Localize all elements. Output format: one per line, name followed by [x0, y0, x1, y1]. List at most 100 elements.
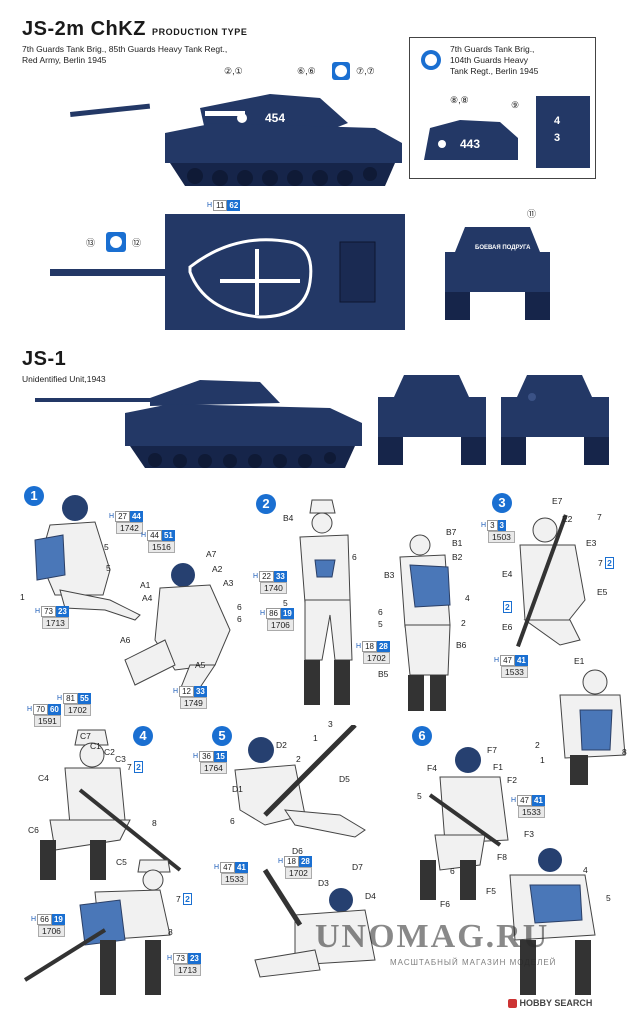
part-label: F1: [493, 762, 503, 772]
paint-code: 1516: [148, 541, 175, 553]
paint-h: H: [511, 797, 517, 804]
part-label: 6: [352, 552, 357, 562]
part-label: B3: [384, 570, 395, 580]
js2m-caption-line1: 7th Guards Tank Brig., 85th Guards Heavy…: [22, 44, 228, 54]
part-label: C6: [28, 825, 39, 835]
inset-caption-line2: 104th Guards Heavy: [450, 55, 528, 65]
watermark-main: UNOMAG.RU: [315, 918, 550, 955]
hobby-search-text: HOBBY SEARCH: [519, 998, 593, 1008]
inset-callout-2: ⑨: [511, 100, 520, 110]
roundel-icon: [332, 62, 350, 80]
paint-n2: 28: [376, 641, 390, 652]
part-label: 6: [237, 614, 242, 624]
part-label: 4: [465, 593, 470, 603]
roundel-icon: [106, 232, 126, 252]
part-label: 5: [104, 542, 109, 552]
paint-code: 1706: [267, 619, 294, 631]
part-label: 2: [461, 618, 466, 628]
roundel-icon: [421, 50, 441, 70]
paint-n2: 28: [298, 856, 312, 867]
paint-n1: 18: [284, 856, 299, 867]
figure-group-2: [299, 499, 451, 711]
marker-2-box: 2: [183, 893, 192, 905]
paint-n2: 19: [51, 914, 65, 925]
part-label: 4: [583, 865, 588, 875]
part-label: F7: [487, 745, 497, 755]
part-label: D7: [352, 862, 363, 872]
part-label: B4: [283, 513, 294, 523]
inset-turret-number: 443: [460, 137, 480, 151]
part-label: B1: [452, 538, 463, 548]
figure-group-6: [420, 747, 596, 995]
part-label: B6: [456, 640, 467, 650]
paint-n1: 86: [266, 608, 281, 619]
paint-n2: 23: [187, 953, 201, 964]
part-label: B5: [378, 669, 389, 679]
inset-panel: 4 3: [536, 96, 590, 168]
js2m-subtitle: PRODUCTION TYPE: [151, 27, 248, 37]
inset-caption-line3: Tank Regt., Berlin 1945: [450, 66, 539, 76]
figure-number-3: 3: [492, 493, 512, 513]
part-label: F8: [497, 852, 507, 862]
paint-number-1: 11: [213, 200, 228, 211]
figure-group-5: [234, 725, 376, 978]
js2m-callout-3: ⑦,⑦: [356, 66, 375, 76]
part-label: 8: [622, 747, 627, 757]
hobby-search-logo: HOBBY SEARCH: [508, 998, 593, 1009]
part-label: A5: [195, 660, 206, 670]
part-label: A3: [223, 578, 234, 588]
paint-h: H: [173, 688, 179, 695]
part-label: 6: [450, 866, 455, 876]
paint-code: 1713: [42, 617, 69, 629]
inset-caption-line1: 7th Guards Tank Brig.,: [450, 44, 535, 54]
js2m-front-view: БОЕВАЯ ПОДРУГА: [445, 227, 550, 320]
js2m-title: JS-2m ChKZ PRODUCTION TYPE: [22, 18, 247, 41]
part-label: A2: [212, 564, 223, 574]
part-label: B7: [446, 527, 457, 537]
paint-h: H: [109, 513, 115, 520]
paint-n2: 55: [77, 693, 91, 704]
paint-n2: 44: [129, 511, 143, 522]
marker-2-box: 2: [134, 761, 143, 773]
part-label: E2: [562, 514, 573, 524]
marker-7-2-a: 7 2: [598, 557, 614, 569]
js2m-top-callout-1: ⑬: [86, 238, 96, 248]
part-label: 2: [535, 740, 540, 750]
paint-h: H: [253, 573, 259, 580]
part-label: F4: [427, 763, 437, 773]
js2m-caption-line2: Red Army, Berlin 1945: [22, 55, 107, 65]
paint-n1: 81: [63, 693, 78, 704]
marker-2-box: 2: [605, 557, 614, 569]
part-label: C3: [115, 754, 126, 764]
part-label: 1: [540, 755, 545, 765]
part-label: E4: [502, 569, 513, 579]
figure-group-4: [23, 729, 182, 995]
part-label: C2: [104, 747, 115, 757]
part-label: 6: [230, 816, 235, 826]
paint-code: 1713: [174, 964, 201, 976]
paint-n1: 22: [259, 571, 274, 582]
js2m-title-text: JS-2m ChKZ: [22, 18, 146, 40]
js2m-top-callout-2: ⑫: [132, 238, 142, 248]
paint-code: 1503: [488, 531, 515, 543]
paint-h: H: [260, 610, 266, 617]
paint-number-2: 62: [227, 200, 241, 211]
paint-n1: 47: [220, 862, 235, 873]
inset-variant: 7th Guards Tank Brig., 104th Guards Heav…: [409, 37, 596, 179]
part-label: 2: [296, 754, 301, 764]
inset-panel-digit2: 3: [554, 132, 560, 144]
paint-h: H: [356, 643, 362, 650]
paint-code: 1533: [518, 806, 545, 818]
paint-code: 1702: [285, 867, 312, 879]
paint-n2: 23: [55, 606, 69, 617]
paint-h: H: [57, 695, 63, 702]
